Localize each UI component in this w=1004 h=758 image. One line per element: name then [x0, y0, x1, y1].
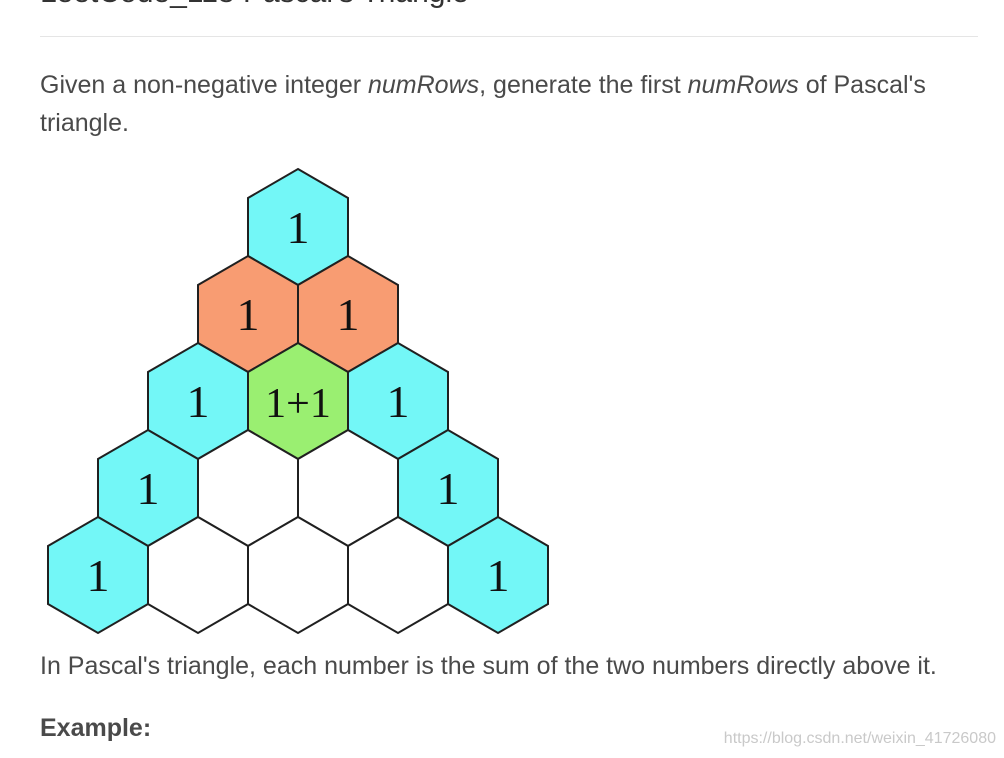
hex-cell-label-r3-c3: 1: [387, 376, 410, 427]
problem-description: Given a non-negative integer numRows, ge…: [40, 66, 940, 142]
hex-cell-label-r4-c1: 1: [137, 463, 160, 514]
hex-cell-label-r2-c2: 1: [337, 289, 360, 340]
hex-cell-label-r3-c2: 1+1: [265, 381, 331, 427]
page-heading-cutoff-text: LeetCode_118 Pascal's Triangle: [40, 0, 469, 10]
page-heading-cutoff: LeetCode_118 Pascal's Triangle: [0, 0, 1004, 10]
intro-part-3: of Pascal's triangle.: [40, 71, 926, 137]
hex-cell-r5-c5: [447, 515, 549, 635]
hex-cell-label-r5-c1: 1: [87, 550, 110, 601]
hex-cell-label-r3-c1: 1: [187, 376, 210, 427]
intro-part-1: Given a non-negative integer: [40, 71, 368, 99]
heading-divider: [40, 36, 978, 37]
pascal-rule-description: In Pascal's triangle, each number is the…: [40, 652, 937, 680]
hex-cell-label-r4-c4: 1: [437, 463, 460, 514]
hex-cell-label-r5-c5: 1: [487, 550, 510, 601]
intro-part-2: , generate the first: [479, 71, 688, 99]
hex-cell-label-r2-c1: 1: [237, 289, 260, 340]
intro-term-2: numRows: [687, 71, 799, 99]
intro-term-1: numRows: [368, 71, 480, 99]
example-heading: Example:: [40, 714, 152, 742]
watermark-url: https://blog.csdn.net/weixin_41726080: [723, 730, 996, 747]
hex-cell-label-r1-c1: 1: [287, 202, 310, 253]
